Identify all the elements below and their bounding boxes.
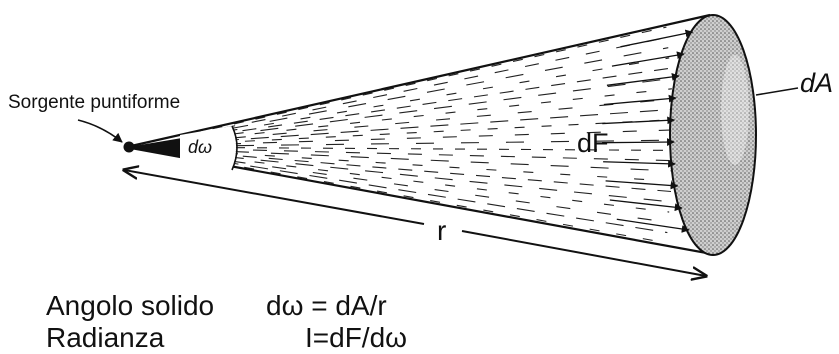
distance-arrow-left xyxy=(124,170,425,225)
distance-arrow-right xyxy=(461,230,706,276)
flux-ray xyxy=(190,156,668,234)
distance-label: r xyxy=(437,215,446,246)
flux-ray xyxy=(190,152,671,203)
flux-ray xyxy=(190,77,672,140)
flux-arrow xyxy=(611,51,685,67)
flux-ray xyxy=(190,150,672,182)
source-pointer-arrow xyxy=(77,119,123,143)
flux-arrow xyxy=(616,218,690,233)
source-label: Sorgente puntiforme xyxy=(8,92,180,113)
flux-arrow xyxy=(605,180,679,190)
flux-rays xyxy=(190,26,676,244)
cone-upper-edge xyxy=(130,13,711,148)
flux-ray xyxy=(190,154,669,223)
solid-angle-label: dω xyxy=(188,137,212,157)
flux-label: dF xyxy=(577,128,609,158)
solid-angle-region xyxy=(180,126,236,170)
flux-arrow xyxy=(602,138,675,146)
radiance-formula: Radianza I=dF/dω xyxy=(46,322,407,354)
area-disk-highlight xyxy=(721,55,749,165)
area-label: dA xyxy=(800,68,833,98)
flux-ray xyxy=(190,108,674,144)
flux-ray xyxy=(190,157,667,244)
flux-arrow xyxy=(603,94,677,106)
flux-ray xyxy=(190,139,676,147)
solid-angle-formula-expression: dω = dA/r xyxy=(266,290,387,321)
area-pointer-line xyxy=(755,87,799,96)
flux-arrow xyxy=(602,116,676,125)
flux-arrow xyxy=(603,159,676,168)
flux-arrow xyxy=(606,73,680,86)
area-disk xyxy=(669,14,757,256)
flux-ray xyxy=(190,47,669,137)
solid-angle-formula: Angolo solido dω = dA/r xyxy=(46,290,387,322)
flux-arrow xyxy=(609,199,683,212)
cone-apex xyxy=(128,138,182,158)
flux-ray xyxy=(190,146,675,151)
flux-ray xyxy=(190,151,672,193)
solid-angle-formula-name: Angolo solido xyxy=(46,290,215,321)
flux-ray xyxy=(190,36,668,136)
point-source-dot xyxy=(123,141,135,153)
flux-ray xyxy=(190,149,673,172)
radiance-formula-expression: I=dF/dω xyxy=(305,322,408,353)
radiance-formula-name: Radianza xyxy=(46,322,165,353)
flux-arrow xyxy=(620,29,694,48)
flux-ray xyxy=(190,67,671,139)
flux-arrows xyxy=(602,29,694,233)
flux-ray xyxy=(190,26,667,135)
solid-angle-arc xyxy=(231,125,238,171)
flux-ray xyxy=(190,57,670,138)
flux-ray xyxy=(190,129,676,146)
